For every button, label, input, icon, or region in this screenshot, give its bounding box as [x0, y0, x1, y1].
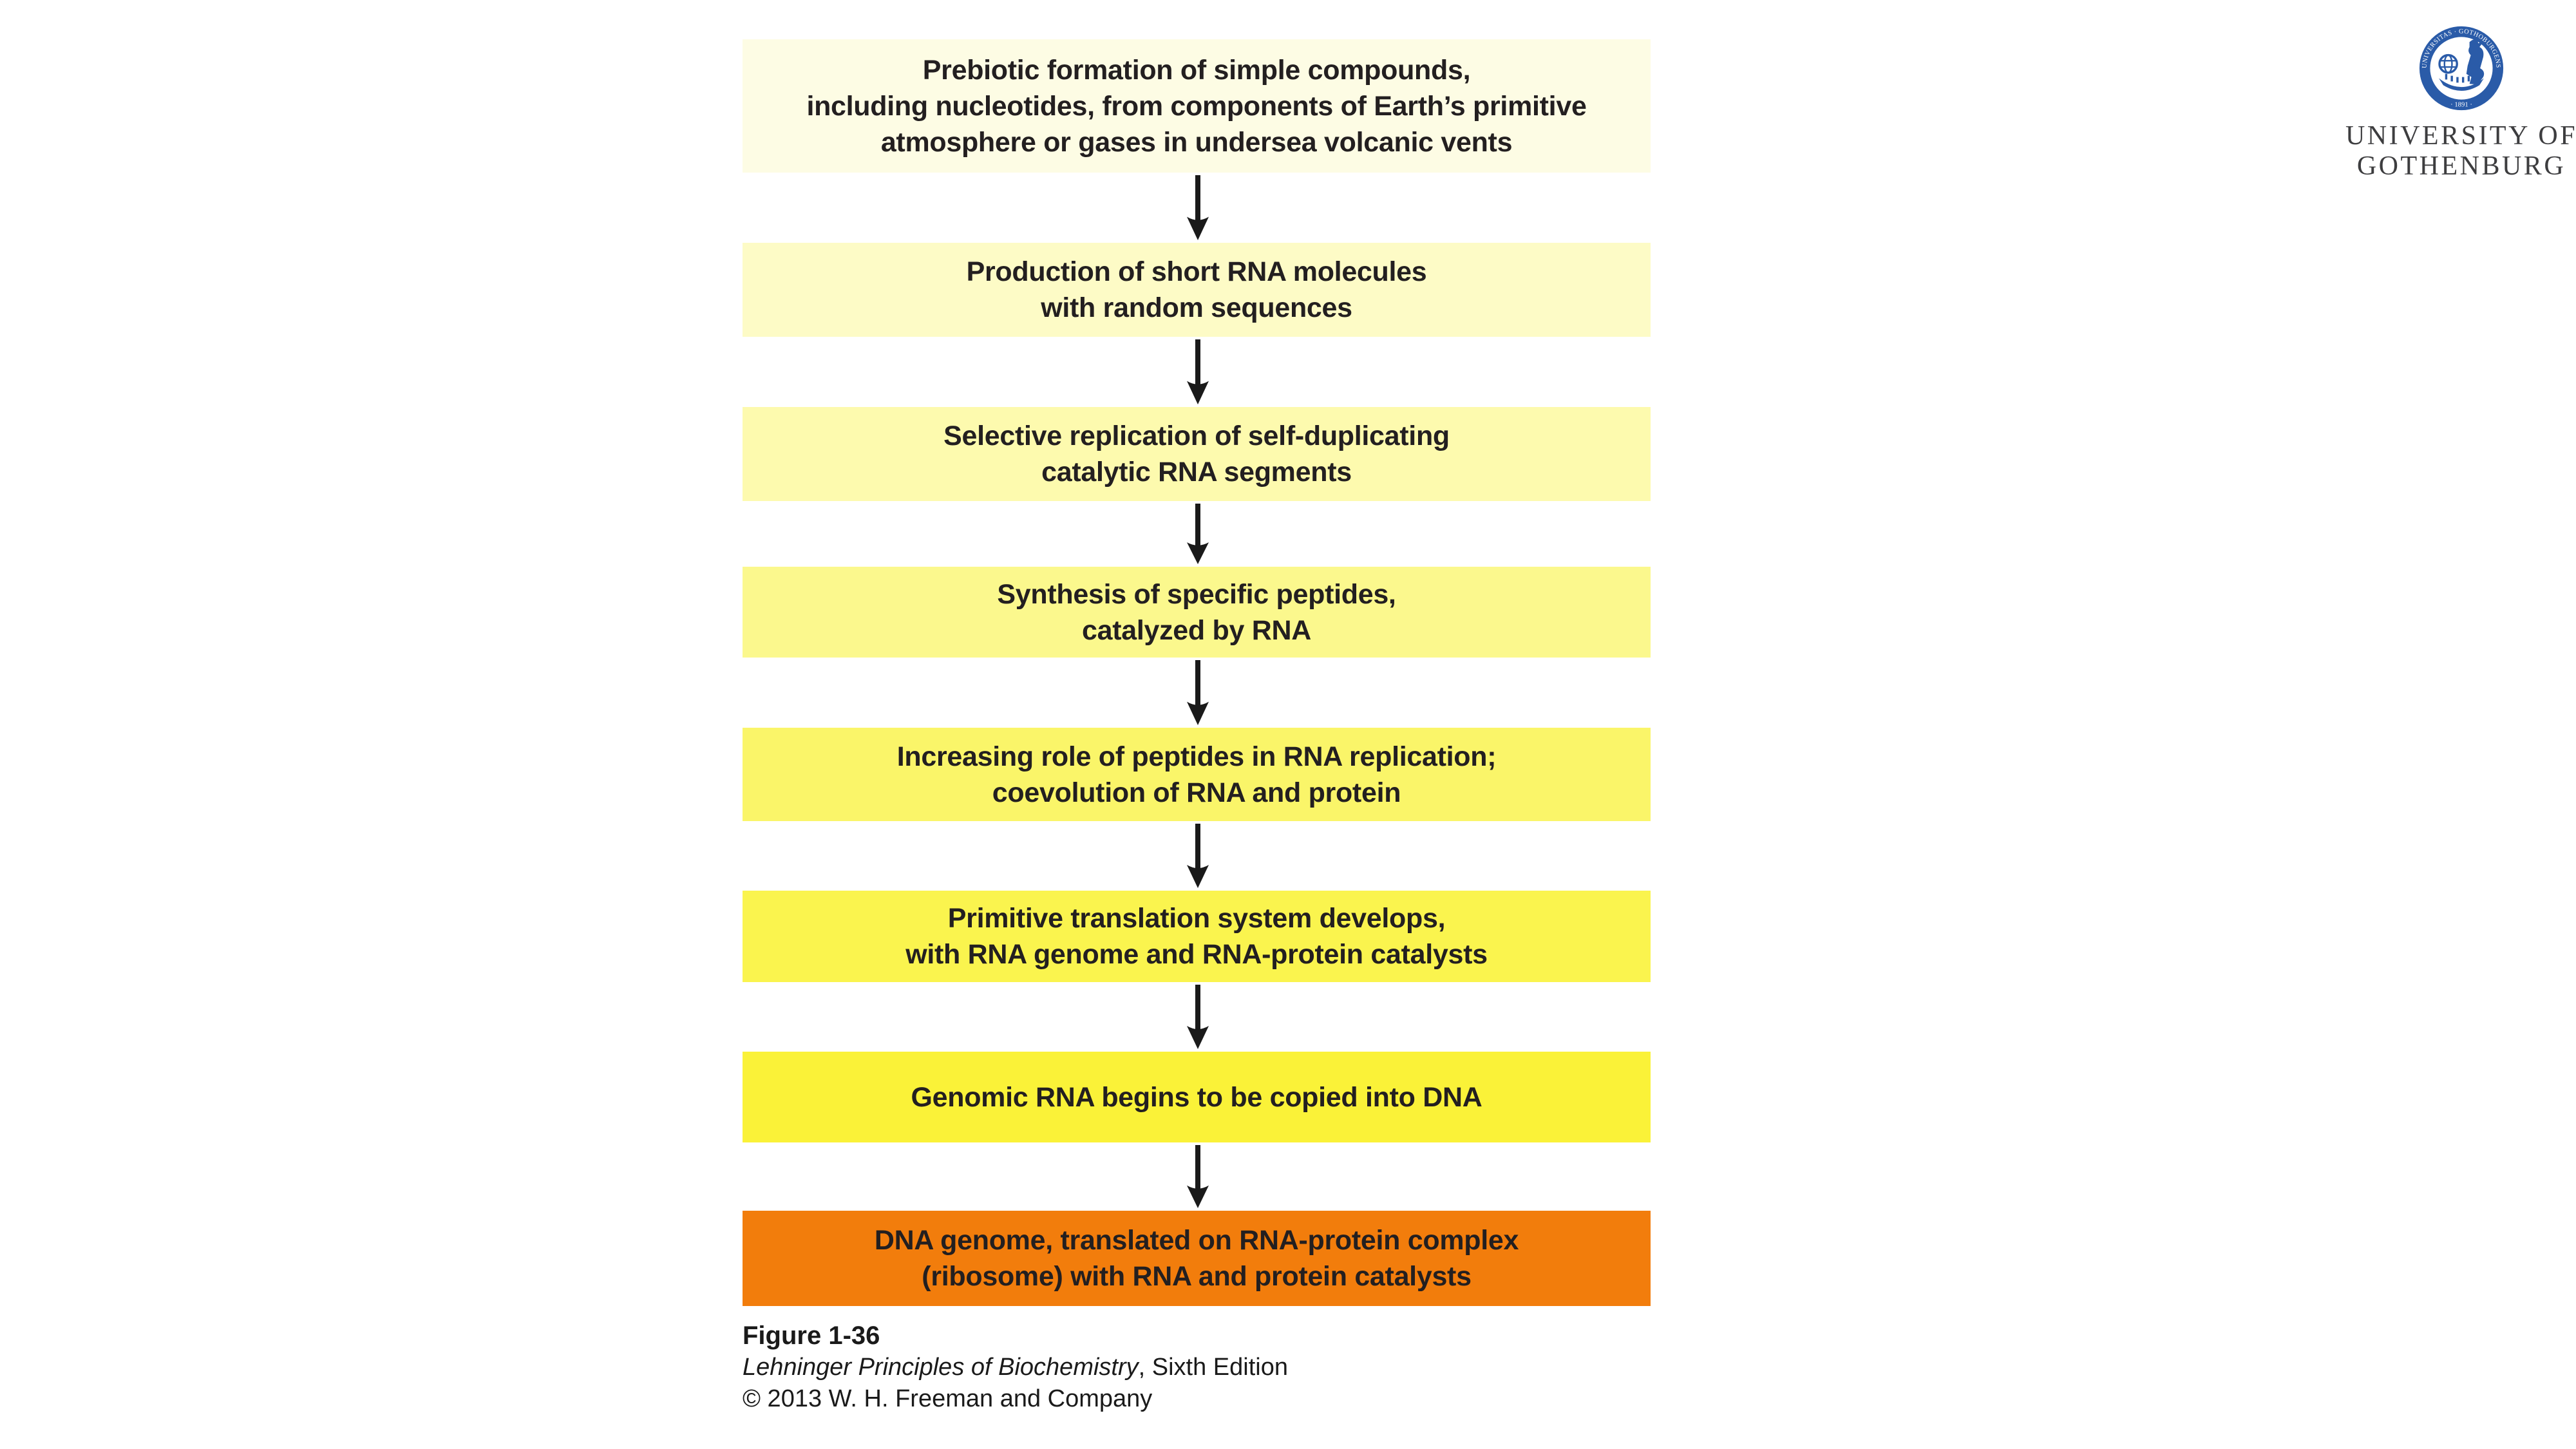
university-logo: UNIVERSITAS · GOTHOBURGENSIS · 1891 · UN…: [2333, 24, 2576, 182]
down-arrow-icon: [1187, 985, 1209, 1049]
flow-step-short-rna: Production of short RNA molecules with r…: [743, 243, 1651, 337]
flow-step-dna-genome: DNA genome, translated on RNA-protein co…: [743, 1211, 1651, 1306]
down-arrow-icon: [1187, 504, 1209, 564]
seal-griffin: [2466, 39, 2485, 85]
gothenburg-seal-icon: UNIVERSITAS · GOTHOBURGENSIS · 1891 ·: [2418, 24, 2504, 111]
seal-ship: [2439, 73, 2484, 91]
down-arrow-icon: [1187, 175, 1209, 240]
down-arrow-icon: [1187, 824, 1209, 888]
down-arrow-icon: [1187, 339, 1209, 404]
book-title: Lehninger Principles of Biochemistry: [743, 1354, 1139, 1381]
book-edition: , Sixth Edition: [1138, 1354, 1288, 1381]
seal-orb: [2438, 53, 2458, 74]
flow-step-peptide-synthesis: Synthesis of specific peptides, catalyze…: [743, 567, 1651, 658]
seal-year-text: · 1891 ·: [2450, 100, 2472, 108]
flow-step-translation-system: Primitive translation system develops, w…: [743, 891, 1651, 982]
flow-step-rna-to-dna: Genomic RNA begins to be copied into DNA: [743, 1052, 1651, 1142]
figure-caption: Figure 1-36 Lehninger Principles of Bioc…: [743, 1320, 1709, 1415]
down-arrow-icon: [1187, 660, 1209, 725]
wordmark-line-1: UNIVERSITY OF: [2345, 121, 2576, 151]
university-wordmark: UNIVERSITY OF GOTHENBURG: [2333, 121, 2576, 182]
figure-number: Figure 1-36: [743, 1321, 880, 1350]
flow-step-prebiotic-formation: Prebiotic formation of simple compounds,…: [743, 39, 1651, 173]
down-arrow-icon: [1187, 1145, 1209, 1208]
copyright-line: © 2013 W. H. Freeman and Company: [743, 1385, 1153, 1412]
flow-step-peptide-role: Increasing role of peptides in RNA repli…: [743, 728, 1651, 821]
wordmark-line-2: GOTHENBURG: [2356, 151, 2566, 181]
flow-step-selective-replication: Selective replication of self-duplicatin…: [743, 407, 1651, 501]
book-reference: Lehninger Principles of Biochemistry, Si…: [743, 1352, 1709, 1383]
